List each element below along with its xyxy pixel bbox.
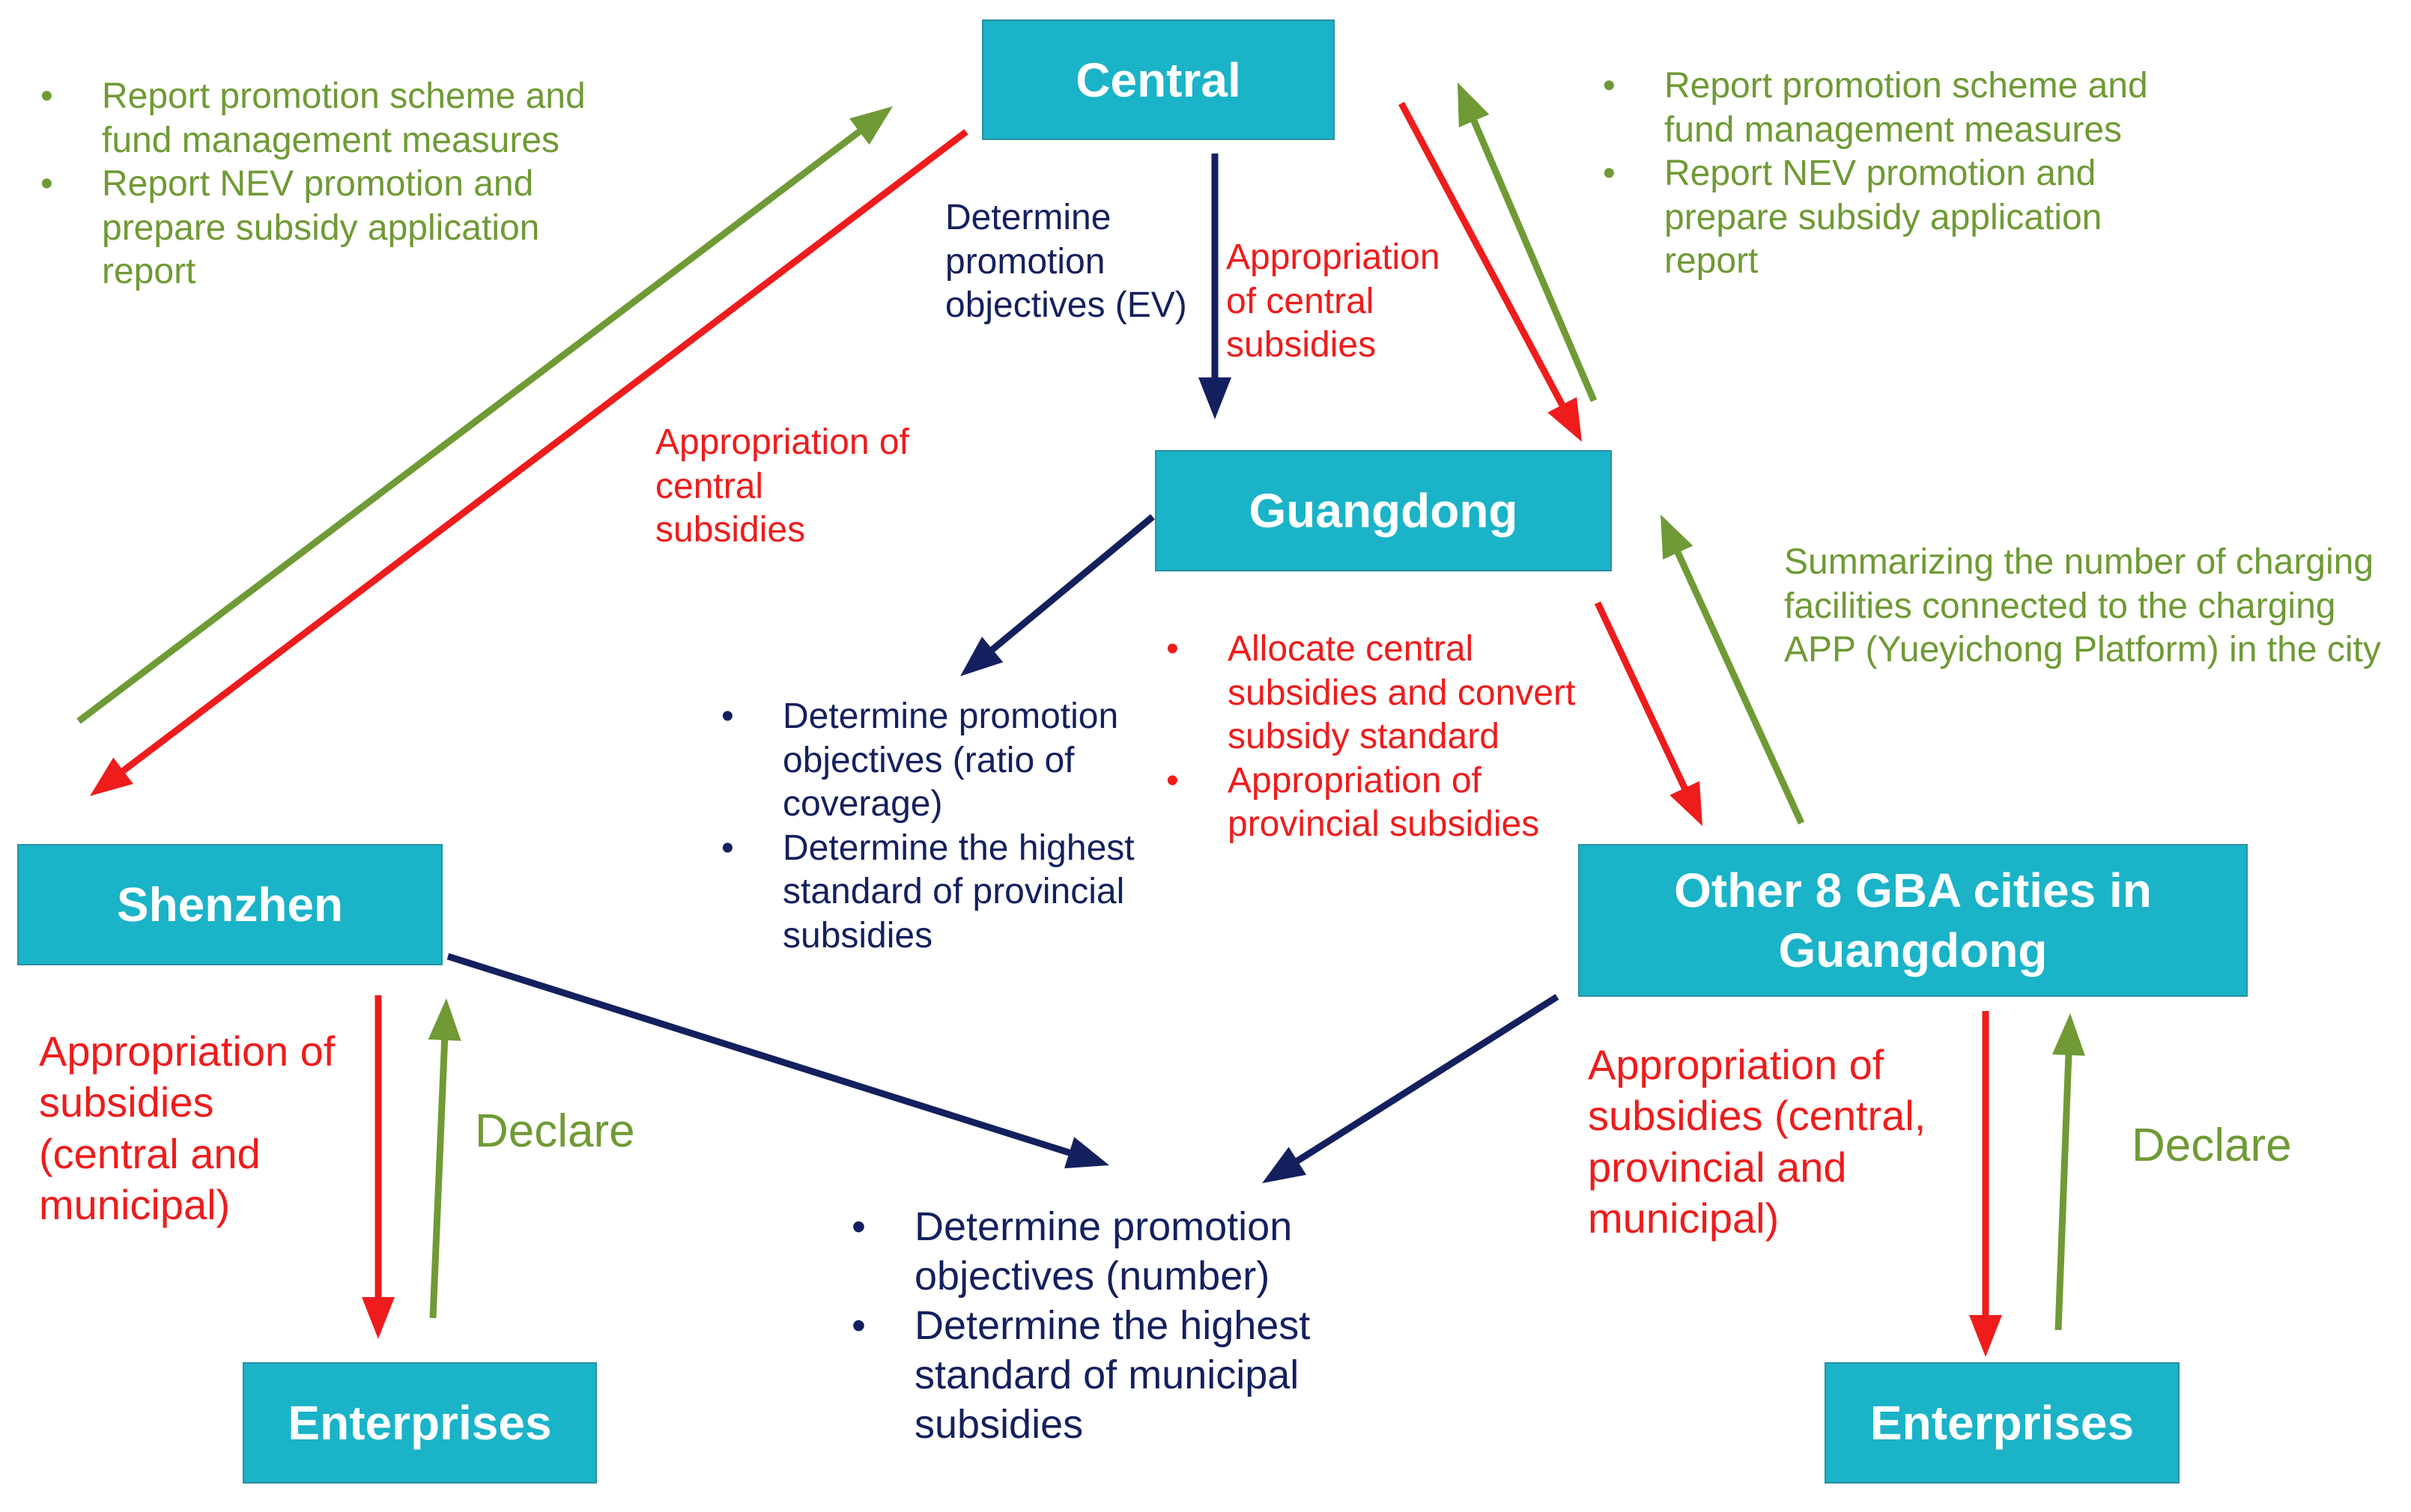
objective-item: Determine promotion objectives (ratio of… [715,695,1202,827]
arrow-shaft [1398,101,1567,410]
allocation-item: Allocate central subsidies and convert s… [1160,628,1617,759]
guangdong-objectives-list: Determine promotion objectives (ratio of… [715,695,1202,958]
arrow-shaft [429,1036,449,1319]
objectives-arrow-shenzhen-to-municipal [446,953,1109,1169]
arrow-head [1547,397,1582,442]
arrow-shaft [2054,1051,2072,1331]
cities-appropriation-label: Appropriation of subsidies (central, pro… [1588,1041,1926,1242]
cities-declare-label: Declare [2132,1120,2292,1171]
shenzhen-central-appropriation-label: Appropriation of central subsidies [655,422,909,550]
arrow-shaft [1470,117,1598,402]
arrow-head [1969,1315,2002,1357]
objectives-arrow-central-to-guangdong [1198,154,1231,419]
arrow-head [2051,1013,2085,1056]
other-gba-cities-box: Other 8 GBA cities in Guangdong [1578,844,2248,997]
shenzhen-appropriation-label: Appropriation of subsidies (central and … [39,1027,336,1228]
arrow-head [90,757,133,796]
arrow-shaft [1293,994,1559,1166]
central-box: Central [982,19,1335,140]
shenzhen-declare-label: Declare [475,1105,635,1157]
central-objectives-label: Determine promotion objectives (EV) [945,198,1187,326]
enterprises-left-box: Enterprises [243,1362,597,1484]
report-arrow-guangdong-to-central [1458,82,1598,402]
arrow-head [849,106,893,145]
allocation-item: Appropriation of provincial subsidies [1160,759,1617,847]
appropriation-arrow-central-to-guangdong [1398,101,1582,442]
arrow-head [960,637,1004,676]
report-list-right: Report promotion scheme and fund managem… [1597,64,2196,284]
guangdong-allocation-list: Allocate central subsidies and convert s… [1160,628,1617,847]
arrow-head [428,998,461,1041]
arrow-shaft [988,514,1155,655]
objective-item: Determine the highest standard of provin… [715,827,1202,959]
enterprises-right-box: Enterprises [1825,1362,2180,1484]
central-appropriation-label: Appropriation of central subsidies [1226,237,1440,365]
arrow-head [1669,781,1702,826]
arrow-shaft [118,129,968,776]
arrow-head [1661,514,1693,560]
report-item: Report NEV promotion and prepare subsidy… [34,163,604,294]
declare-arrow-enterprises-to-shenzhen [428,998,461,1319]
municipal-objectives-list: Determine promotion objectives (number) … [846,1203,1430,1449]
report-arrow-cities-to-guangdong [1661,514,1805,825]
report-arrow-shenzhen-to-central [76,106,893,724]
objectives-arrow-guangdong-to-provincial [960,514,1155,676]
report-list-left: Report promotion scheme and fund managem… [34,75,604,294]
objective-item: Determine the highest standard of munici… [846,1302,1430,1450]
appropriation-arrow-cities-to-enterprises [1969,1011,2002,1357]
arrow-head [1262,1147,1307,1183]
shenzhen-box: Shenzhen [17,844,443,965]
appropriation-arrow-central-to-shenzhen [90,129,968,796]
report-item: Report promotion scheme and fund managem… [1597,64,2196,152]
guangdong-box: Guangdong [1155,450,1612,571]
objective-item: Determine promotion objectives (number) [846,1203,1430,1302]
arrow-shaft [446,953,1073,1157]
objectives-arrow-cities-to-municipal [1262,994,1559,1183]
appropriation-arrow-shenzhen-to-enterprises [362,995,395,1339]
arrow-head [362,1297,395,1339]
report-item: Report promotion scheme and fund managem… [34,75,604,163]
arrow-shaft [76,127,864,724]
charging-summary-label: Summarizing the number of charging facil… [1784,542,2381,670]
report-item: Report NEV promotion and prepare subsidy… [1597,152,2196,284]
declare-arrow-enterprises-to-cities [2051,1013,2085,1331]
arrow-head [1064,1137,1109,1169]
arrow-head [1198,377,1231,419]
arrow-head [1458,82,1490,128]
arrow-shaft [1673,548,1805,825]
